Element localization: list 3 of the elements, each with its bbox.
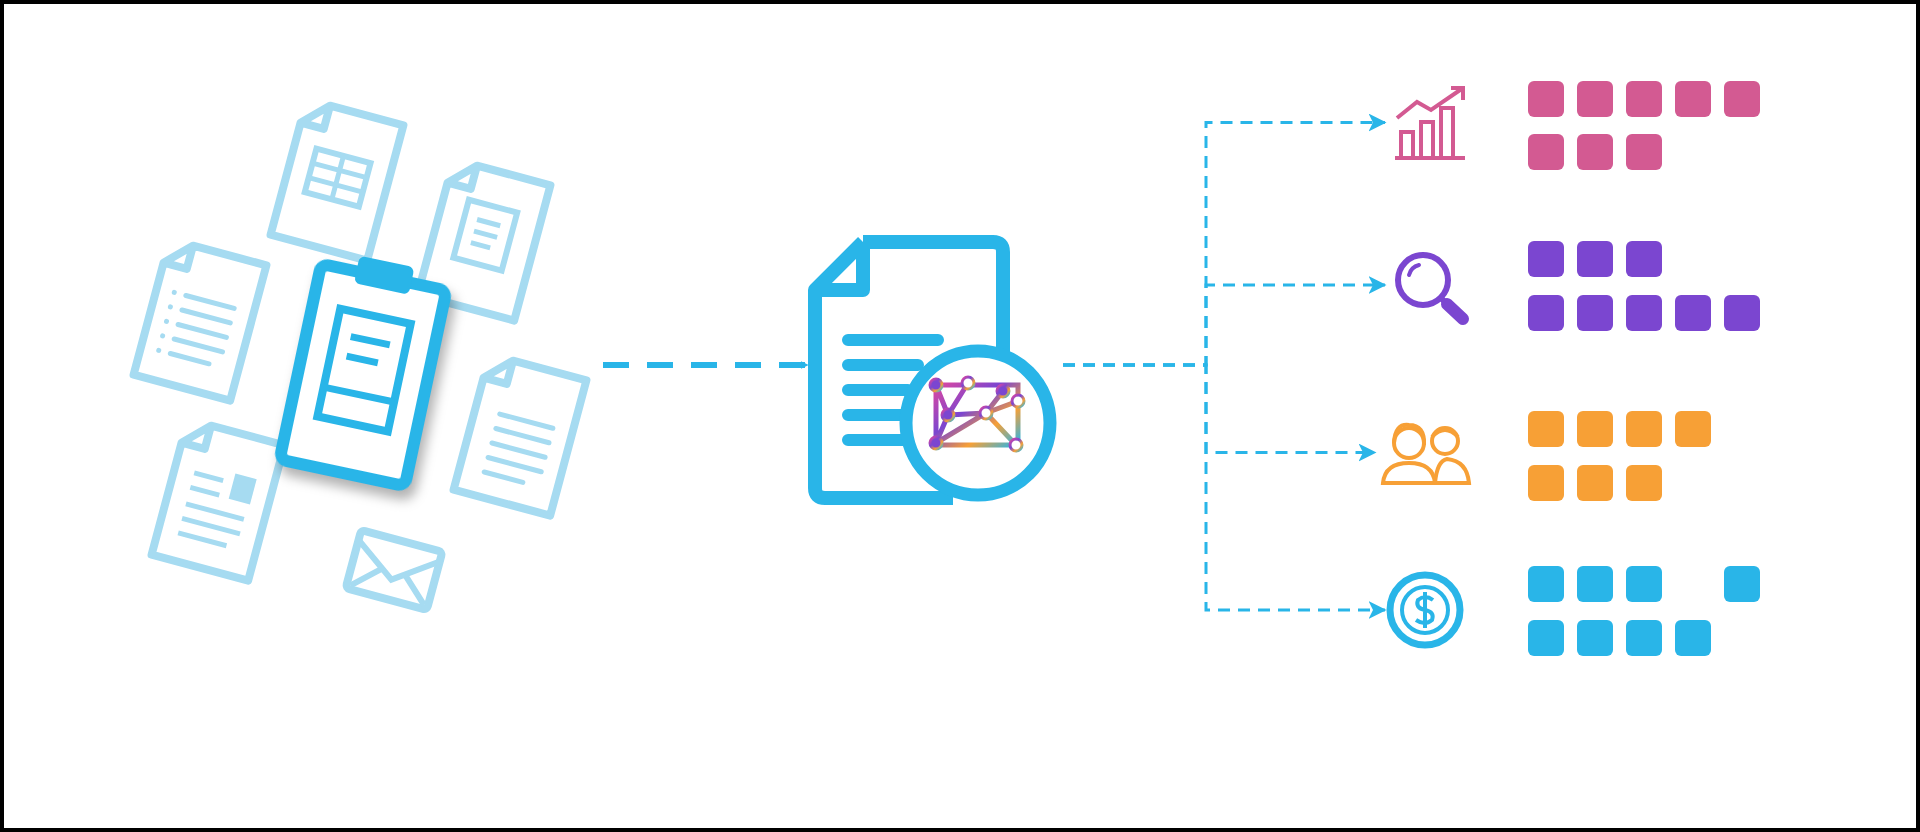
dollar-coin-icon	[1385, 570, 1465, 650]
dashed-arrow	[1063, 363, 1387, 619]
dashed-arrow	[603, 361, 809, 369]
